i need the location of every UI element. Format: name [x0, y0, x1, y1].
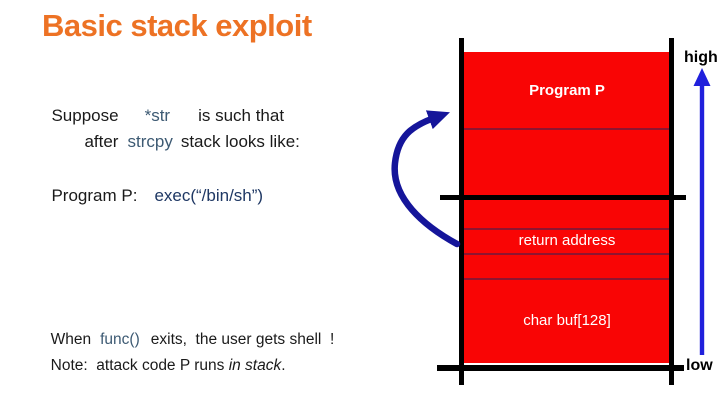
text-program-p-label: Program P: [51, 186, 138, 205]
segment-divider [464, 278, 670, 280]
address-direction-up-arrow [693, 68, 711, 355]
text-note-period: . [281, 357, 286, 374]
curved-return-to-program-arrow [391, 110, 461, 248]
code-func: func() [100, 331, 140, 348]
text-note-line: Note: attack code P runs in stack. [42, 339, 286, 375]
stack-bottom-line [437, 365, 684, 371]
label-low-address: low [686, 357, 713, 374]
segment-divider [464, 228, 670, 230]
text-suppose-plain: Suppose [51, 106, 119, 125]
label-high-address: high [684, 49, 718, 66]
stack-right-rail [669, 38, 674, 385]
text-in-stack-italic: in stack [228, 357, 282, 374]
text-note-plain: Note: attack code P runs [50, 357, 229, 374]
code-str: *str [144, 106, 171, 125]
text-user-gets-shell: exits, the user gets shell ! [150, 331, 335, 348]
stack-segment-program-p: Program P [529, 81, 605, 99]
text-after: after [84, 132, 119, 151]
code-strcpy: strcpy [127, 132, 173, 151]
text-when-line: When func() exits, the user gets shell ! [42, 313, 335, 349]
code-exec-binsh: exec(“/bin/sh”) [154, 186, 264, 205]
text-when: When [50, 331, 92, 348]
segment-divider [464, 128, 670, 130]
stack-segment-return-address: return address [518, 232, 616, 249]
segment-divider [464, 253, 670, 255]
text-is-such-that: is such that [198, 106, 285, 125]
stack-segment-char-buf: char buf[128] [523, 312, 611, 329]
text-suppose-line2: after strcpy stack looks like: [75, 112, 300, 152]
text-suppose-line1: Suppose *str is such that [42, 86, 284, 126]
text-stack-looks-like: stack looks like: [180, 132, 300, 151]
stack-left-rail [459, 38, 464, 385]
stack-memory-block: Program P return address char buf[128] [464, 52, 670, 363]
stack-frame-boundary-line [440, 195, 686, 200]
text-program-line: Program P: exec(“/bin/sh”) [42, 166, 263, 206]
page-title: Basic stack exploit [42, 8, 312, 43]
